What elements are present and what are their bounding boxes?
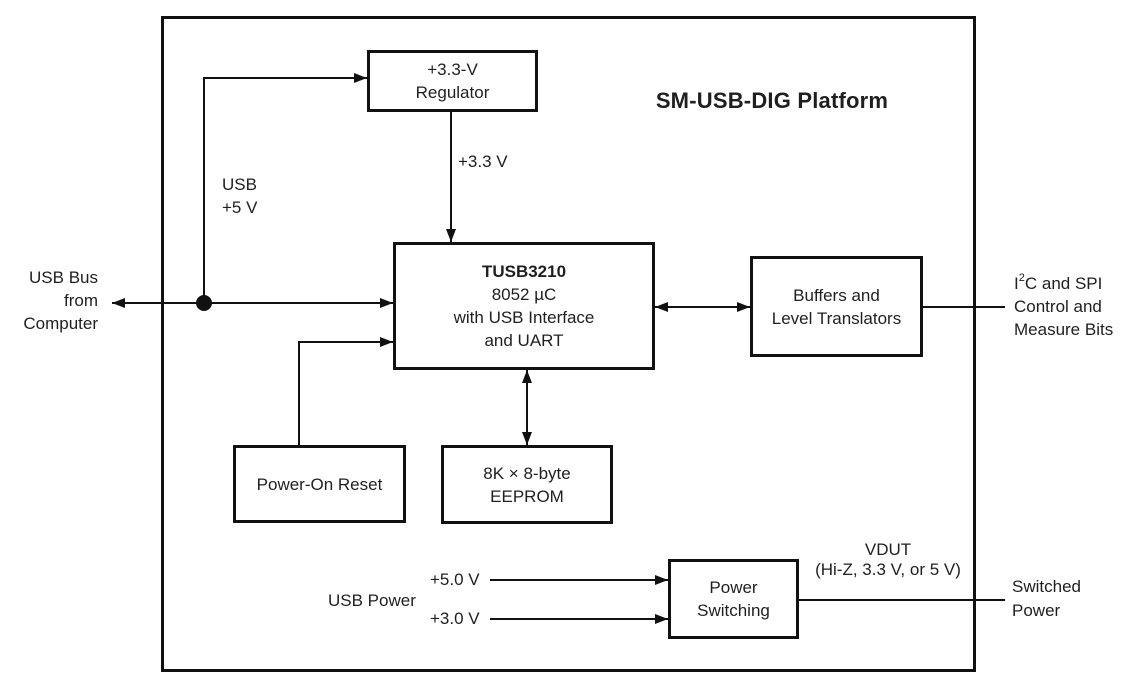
- tusb3210-line4: and UART: [484, 331, 564, 350]
- eeprom-block: 8K × 8-byte EEPROM: [441, 445, 613, 524]
- power-on-reset-block: Power-On Reset: [233, 445, 406, 523]
- platform-border: [161, 16, 976, 672]
- diagram-title: SM-USB-DIG Platform: [655, 88, 889, 113]
- power-switching-block: Power Switching: [668, 559, 799, 639]
- usb-5v-line1: USB: [222, 175, 257, 194]
- i2c-spi-label: I2C and SPI Control and Measure Bits: [1014, 272, 1113, 341]
- plus-3v0-label: +3.0 V: [430, 609, 480, 628]
- usb-5v-label: USB +5 V: [222, 173, 257, 219]
- usb-5v-line2: +5 V: [222, 198, 258, 217]
- plus-5v0-label: +5.0 V: [430, 570, 480, 589]
- usb-bus-line2: from: [64, 291, 98, 310]
- switched-line1: Switched: [1012, 577, 1081, 596]
- eeprom-line1: 8K × 8-byte: [483, 463, 571, 483]
- regulator-block: +3.3-V Regulator: [367, 50, 538, 112]
- power-switching-line1: Power: [709, 578, 758, 597]
- power-on-reset-label: Power-On Reset: [256, 474, 383, 494]
- switched-line2: Power: [1012, 601, 1061, 620]
- plus-3v3-label: +3.3 V: [458, 152, 508, 171]
- usb-bus-line3: Computer: [23, 314, 98, 333]
- tusb3210-line2: 8052 µC: [491, 285, 557, 304]
- i2c-rest: C and SPI: [1024, 274, 1103, 293]
- junction-dot: [196, 295, 212, 311]
- i2c-base: I: [1014, 274, 1019, 293]
- wire-usb5v-to-regulator: [203, 73, 367, 303]
- i2c-line2: Control and: [1014, 297, 1102, 316]
- buffers-block: Buffers and Level Translators: [750, 256, 923, 357]
- tusb3210-heading: TUSB3210: [481, 262, 567, 281]
- buffers-line2: Level Translators: [771, 308, 902, 328]
- usb-bus-from-computer-label: USB Bus from Computer: [4, 266, 98, 335]
- vdut-line2: (Hi-Z, 3.3 V, or 5 V): [815, 560, 961, 579]
- tusb3210-block: TUSB3210 8052 µC with USB Interface and …: [393, 242, 655, 370]
- tusb3210-line3: with USB Interface: [453, 308, 595, 327]
- regulator-label-line1: +3.3-V: [427, 60, 478, 79]
- usb-bus-line1: USB Bus: [29, 268, 98, 287]
- vdut-label: VDUT (Hi-Z, 3.3 V, or 5 V): [793, 540, 983, 580]
- i2c-superscript: 2: [1018, 272, 1025, 284]
- wire-por-to-tusb: [298, 337, 393, 445]
- vdut-line1: VDUT: [864, 540, 912, 559]
- eeprom-line2: EEPROM: [490, 486, 564, 506]
- switched-power-label: Switched Power: [1012, 575, 1081, 623]
- buffers-line1: Buffers and: [793, 285, 880, 305]
- usb-power-label: USB Power: [328, 591, 416, 610]
- i2c-line3: Measure Bits: [1014, 320, 1114, 339]
- regulator-label-line2: Regulator: [415, 83, 490, 102]
- i2c-line1: I2C and SPI: [1014, 272, 1113, 295]
- power-switching-line2: Switching: [697, 601, 770, 620]
